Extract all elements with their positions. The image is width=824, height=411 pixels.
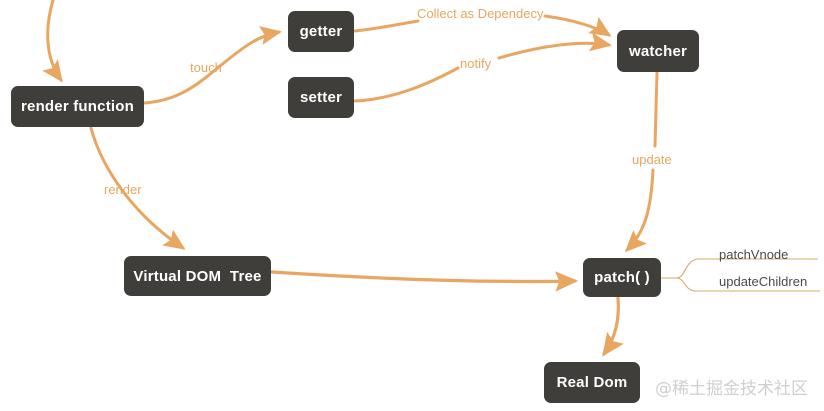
- node-real-dom-label: Real Dom: [556, 374, 628, 391]
- edge-label-render: render: [104, 182, 142, 197]
- node-watcher-label: watcher: [628, 42, 688, 60]
- edge-label-update: update: [632, 152, 672, 167]
- edge-patch-to-realdom: [602, 296, 624, 357]
- branch-label-updatechildren: updateChildren: [719, 274, 808, 289]
- edge-watcher-to-patch: [627, 71, 659, 250]
- branch-line-updatechildren: [675, 277, 820, 292]
- node-patch[interactable]: patch( ): [583, 258, 661, 297]
- branch-label-patchvnode: patchVnode: [719, 247, 789, 262]
- node-render-function[interactable]: render function: [11, 86, 144, 127]
- node-real-dom[interactable]: Real Dom: [544, 362, 640, 403]
- edge-render-to-vdom: [89, 126, 186, 250]
- node-getter-label: getter: [299, 23, 343, 40]
- node-setter-label: setter: [299, 89, 343, 106]
- node-setter[interactable]: setter: [288, 77, 354, 118]
- node-render-function-label: render function: [20, 98, 134, 115]
- node-watcher[interactable]: watcher: [617, 30, 699, 72]
- node-getter[interactable]: getter: [288, 11, 354, 52]
- watermark: @稀土掘金技术社区: [655, 379, 808, 399]
- edge-incoming-to-render: [42, 0, 63, 83]
- edge-label-collect-as-dependecy: Collect as Dependecy: [417, 6, 544, 21]
- edge-setter-to-watcher: [353, 43, 609, 103]
- node-patch-label: patch( ): [594, 269, 650, 286]
- node-virtual-dom-tree[interactable]: Virtual DOM Tree: [124, 256, 271, 296]
- edge-vdom-to-patch: [270, 270, 579, 292]
- edge-label-touch: touch: [190, 60, 222, 75]
- node-virtual-dom-tree-label: Virtual DOM Tree: [133, 267, 262, 285]
- edge-render-to-getter: [143, 26, 282, 105]
- edge-label-notify: notify: [460, 56, 492, 71]
